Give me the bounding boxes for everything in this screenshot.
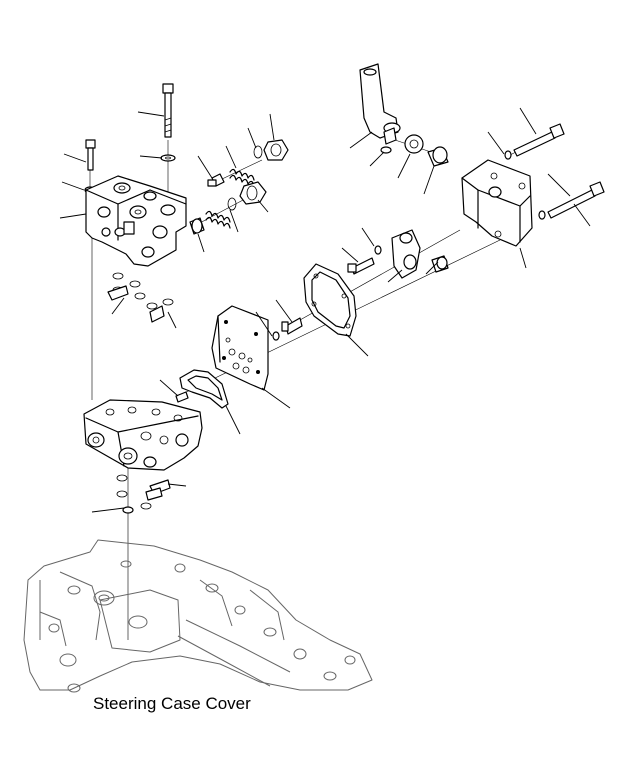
gasket <box>303 263 357 337</box>
o-ring-upper <box>253 145 263 159</box>
bolt-right-lower <box>538 181 605 220</box>
washer <box>160 154 176 162</box>
bearing-ring <box>404 134 424 154</box>
bolt-right-upper <box>504 123 565 160</box>
plug-lower <box>239 181 267 205</box>
spring-lower <box>205 210 231 229</box>
figure-caption: Steering Case Cover <box>93 694 251 713</box>
control-valve-block <box>83 399 203 471</box>
roller <box>431 255 449 273</box>
valve-body <box>85 175 187 267</box>
small-gasket <box>179 369 229 409</box>
lower-o-rings <box>116 474 171 514</box>
bushing <box>427 146 449 167</box>
spool-lower <box>189 217 205 235</box>
link-block <box>391 229 421 279</box>
plug-upper <box>207 173 225 187</box>
plate-bolt <box>272 317 303 341</box>
transmission-case-outline <box>23 539 373 693</box>
long-bolt <box>162 83 174 138</box>
cap-nut-upper <box>263 139 289 161</box>
o-ring-lower <box>227 197 237 211</box>
steering-lever <box>359 63 401 145</box>
steering-case-housing <box>461 159 533 247</box>
spring-upper <box>229 168 255 187</box>
callout-leaders <box>59 107 591 513</box>
small-bolt-center <box>347 245 382 275</box>
o-rings <box>107 272 174 323</box>
cover-plate <box>211 305 269 391</box>
pin <box>380 146 392 154</box>
dowel-pin <box>175 391 189 403</box>
